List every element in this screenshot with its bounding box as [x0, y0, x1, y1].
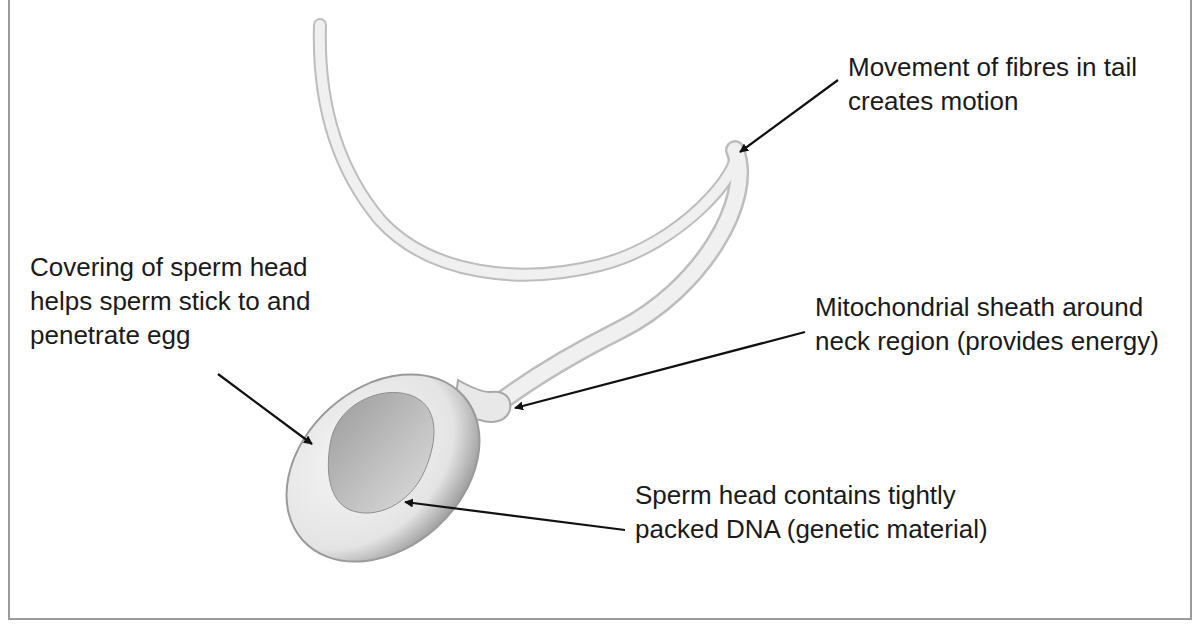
nucleus-dna	[328, 392, 434, 513]
frame	[9, 0, 1191, 619]
callout-label: Mitochondrial sheath around neck region …	[815, 290, 1175, 358]
sperm-tail	[320, 25, 739, 402]
leader-lines	[218, 80, 838, 530]
callout-label: Sperm head contains tightly packed DNA (…	[635, 478, 995, 546]
callout-label: Covering of sperm head helps sperm stick…	[30, 250, 375, 352]
sperm-head	[249, 336, 517, 599]
callout-label: Movement of fibres in tail creates motio…	[848, 50, 1183, 118]
